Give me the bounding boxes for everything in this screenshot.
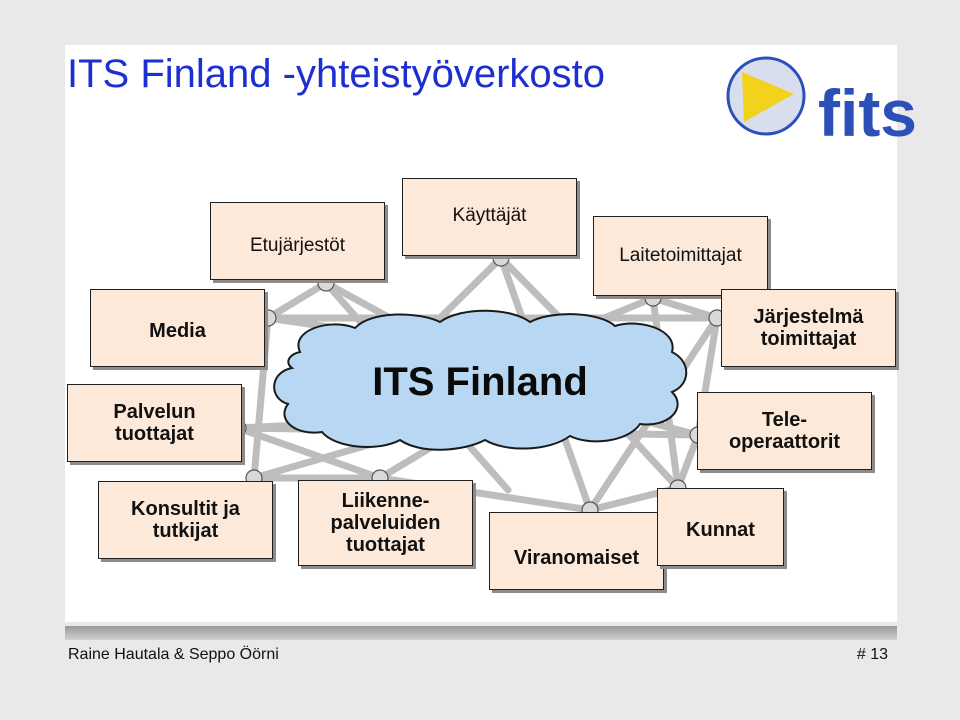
node-konsultit: Konsultit ja tutkijat (98, 481, 273, 559)
footer-authors: Raine Hautala & Seppo Öörni (68, 646, 279, 663)
node-media: Media (90, 289, 265, 367)
node-jarjestelma-label: Järjestelmä toimittajat (753, 306, 864, 350)
node-tele-label: Tele- operaattorit (728, 409, 841, 453)
node-viranomaiset-label: Viranomaiset (513, 547, 640, 569)
node-konsultit-label: Konsultit ja tutkijat (131, 498, 240, 542)
fits-logo: fits (726, 56, 917, 150)
node-palvelun: Palvelun tuottajat (67, 384, 242, 462)
node-viranomaiset: Viranomaiset (489, 512, 664, 590)
node-etujarjestot: Etujärjestöt (210, 202, 385, 280)
node-media-label: Media (149, 320, 206, 342)
node-palvelun-label: Palvelun tuottajat (113, 401, 196, 445)
footer-bar (65, 626, 897, 640)
slide-title: ITS Finland -yhteistyöverkosto (67, 52, 605, 96)
logo-text: fits (818, 76, 917, 150)
center-label: ITS Finland (372, 360, 588, 404)
node-kunnat: Kunnat (657, 488, 784, 566)
node-etujarjestot-label: Etujärjestöt (249, 235, 346, 256)
center-cloud (273, 309, 688, 451)
node-liikenne: Liikenne- palveluiden tuottajat (298, 480, 473, 566)
node-kayttajat: Käyttäjät (402, 178, 577, 256)
node-laitetoimittajat: Laitetoimittajat (593, 216, 768, 296)
node-kayttajat-label: Käyttäjät (452, 205, 527, 226)
node-tele: Tele- operaattorit (697, 392, 872, 470)
logo-yellow-wedge (742, 72, 794, 122)
node-jarjestelma: Järjestelmä toimittajat (721, 289, 896, 367)
node-laitetoimittajat-label: Laitetoimittajat (619, 245, 742, 266)
footer-page-number: # 13 (856, 646, 888, 663)
node-kunnat-label: Kunnat (686, 519, 755, 541)
node-liikenne-label: Liikenne- palveluiden tuottajat (330, 490, 441, 556)
